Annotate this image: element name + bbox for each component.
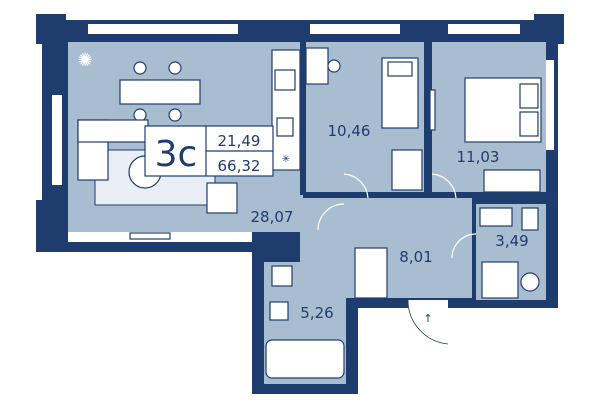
desk [305, 47, 329, 85]
door-swing [431, 173, 457, 199]
living-furniture: ✳ ✺ [77, 49, 301, 240]
tv [429, 89, 436, 131]
door-swing [317, 203, 345, 231]
wall-corner [36, 14, 66, 44]
entrance-arrow-icon: ↑ [423, 312, 432, 325]
area-bedroom-1: 10,46 [328, 122, 371, 140]
washing-machine [520, 272, 540, 292]
area-bathroom: 5,26 [300, 304, 333, 322]
sofa-back [77, 119, 149, 143]
plant-icon: ✺ [77, 50, 92, 71]
area-wc: 3,49 [495, 232, 528, 250]
sink [276, 117, 294, 137]
shower [481, 261, 519, 299]
fridge-icon: ✳ [282, 154, 290, 165]
window [546, 60, 554, 150]
door-swing [451, 233, 477, 259]
living-area: 21,49 [218, 132, 261, 150]
room-living-ext [255, 195, 303, 232]
dresser [483, 169, 541, 193]
bath-toilet [271, 265, 293, 287]
wc-sink [479, 207, 513, 227]
radiator [129, 232, 171, 240]
stove [274, 69, 296, 91]
chair [327, 59, 341, 73]
area-hall: 8,01 [399, 248, 432, 266]
kitchen-counter [271, 49, 301, 171]
bath-sink [269, 301, 289, 321]
rooms-count: 3с [155, 134, 198, 175]
area-bedroom-2: 11,03 [457, 148, 500, 166]
window [310, 24, 400, 34]
wall-corner [36, 200, 50, 252]
bedroom-1-furniture [305, 47, 423, 191]
wall-corner [534, 14, 564, 44]
apartment-badge: 3с 21,49 66,32 [144, 125, 274, 177]
chair [168, 108, 182, 122]
wc-toilet [521, 207, 539, 231]
window [448, 24, 520, 34]
total-area: 66,32 [218, 157, 261, 175]
pillow [519, 83, 539, 109]
armchair [206, 182, 238, 214]
window [88, 24, 238, 34]
area-living: 28,07 [251, 208, 294, 226]
pillow [387, 61, 413, 77]
wardrobe [391, 149, 423, 191]
chair [168, 61, 182, 75]
chair [133, 108, 147, 122]
entrance-door-swing [407, 299, 449, 345]
window [52, 95, 62, 185]
wet-furniture [265, 207, 540, 379]
dining-table [119, 79, 201, 105]
doors: ↑ [317, 173, 477, 346]
pillow [519, 111, 539, 137]
bathtub [265, 339, 345, 379]
bedroom-2-furniture [429, 77, 542, 193]
chair [133, 61, 147, 75]
door-swing [343, 173, 369, 199]
hall-wardrobe [354, 247, 388, 299]
